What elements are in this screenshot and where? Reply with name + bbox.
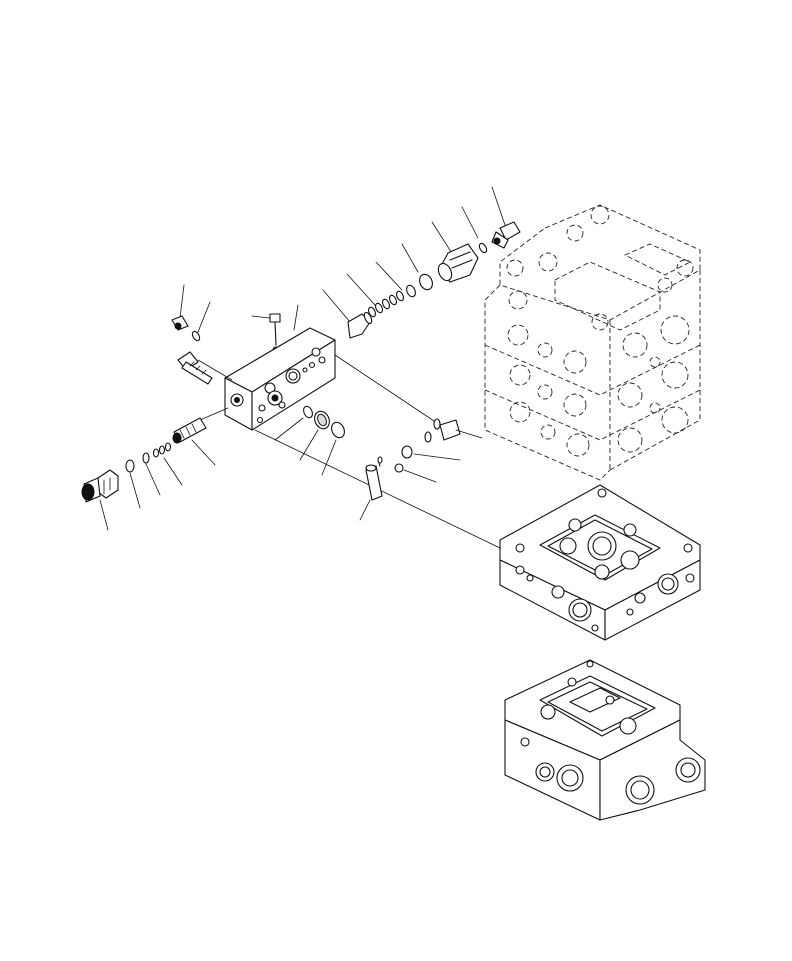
sleeve-icon: [433, 418, 461, 441]
o-ring-icon: [142, 452, 150, 464]
valve-stack-assembly: [484, 204, 701, 481]
o-ring-icon: [401, 445, 413, 459]
o-ring-icon: [419, 273, 433, 291]
assembly-line: [199, 407, 229, 421]
o-ring-icon: [331, 421, 345, 439]
o-ring-icon: [478, 242, 488, 254]
o-ring-icon: [191, 330, 201, 342]
valve-body-block: [224, 327, 336, 431]
hex-plug-icon: [81, 469, 119, 503]
plug-icon: [491, 221, 521, 249]
collar-icon: [314, 410, 330, 430]
screw-icon: [251, 313, 281, 354]
assembly-line: [197, 359, 233, 381]
poppet-icon: [347, 311, 373, 339]
valve-end-body: [504, 659, 706, 821]
spring-icon: [152, 442, 172, 458]
adjuster-nut-icon: [437, 243, 479, 283]
spool-icon: [172, 417, 207, 444]
relief-valve-parts-chain: [322, 186, 521, 339]
plug-icon: [171, 315, 189, 331]
o-ring-icon: [125, 459, 135, 473]
o-ring-icon: [406, 284, 416, 298]
bolt-icon: [177, 351, 213, 385]
assembly-line: [334, 354, 441, 426]
pin-icon: [365, 456, 383, 501]
o-ring-icon: [424, 431, 432, 443]
left-chain-parts: [81, 417, 216, 531]
o-ring-icon: [303, 405, 313, 419]
spring-icon: [368, 290, 404, 318]
middle-right-parts: [274, 405, 483, 521]
o-ring-icon: [394, 463, 404, 473]
valve-section-body: [499, 484, 701, 641]
